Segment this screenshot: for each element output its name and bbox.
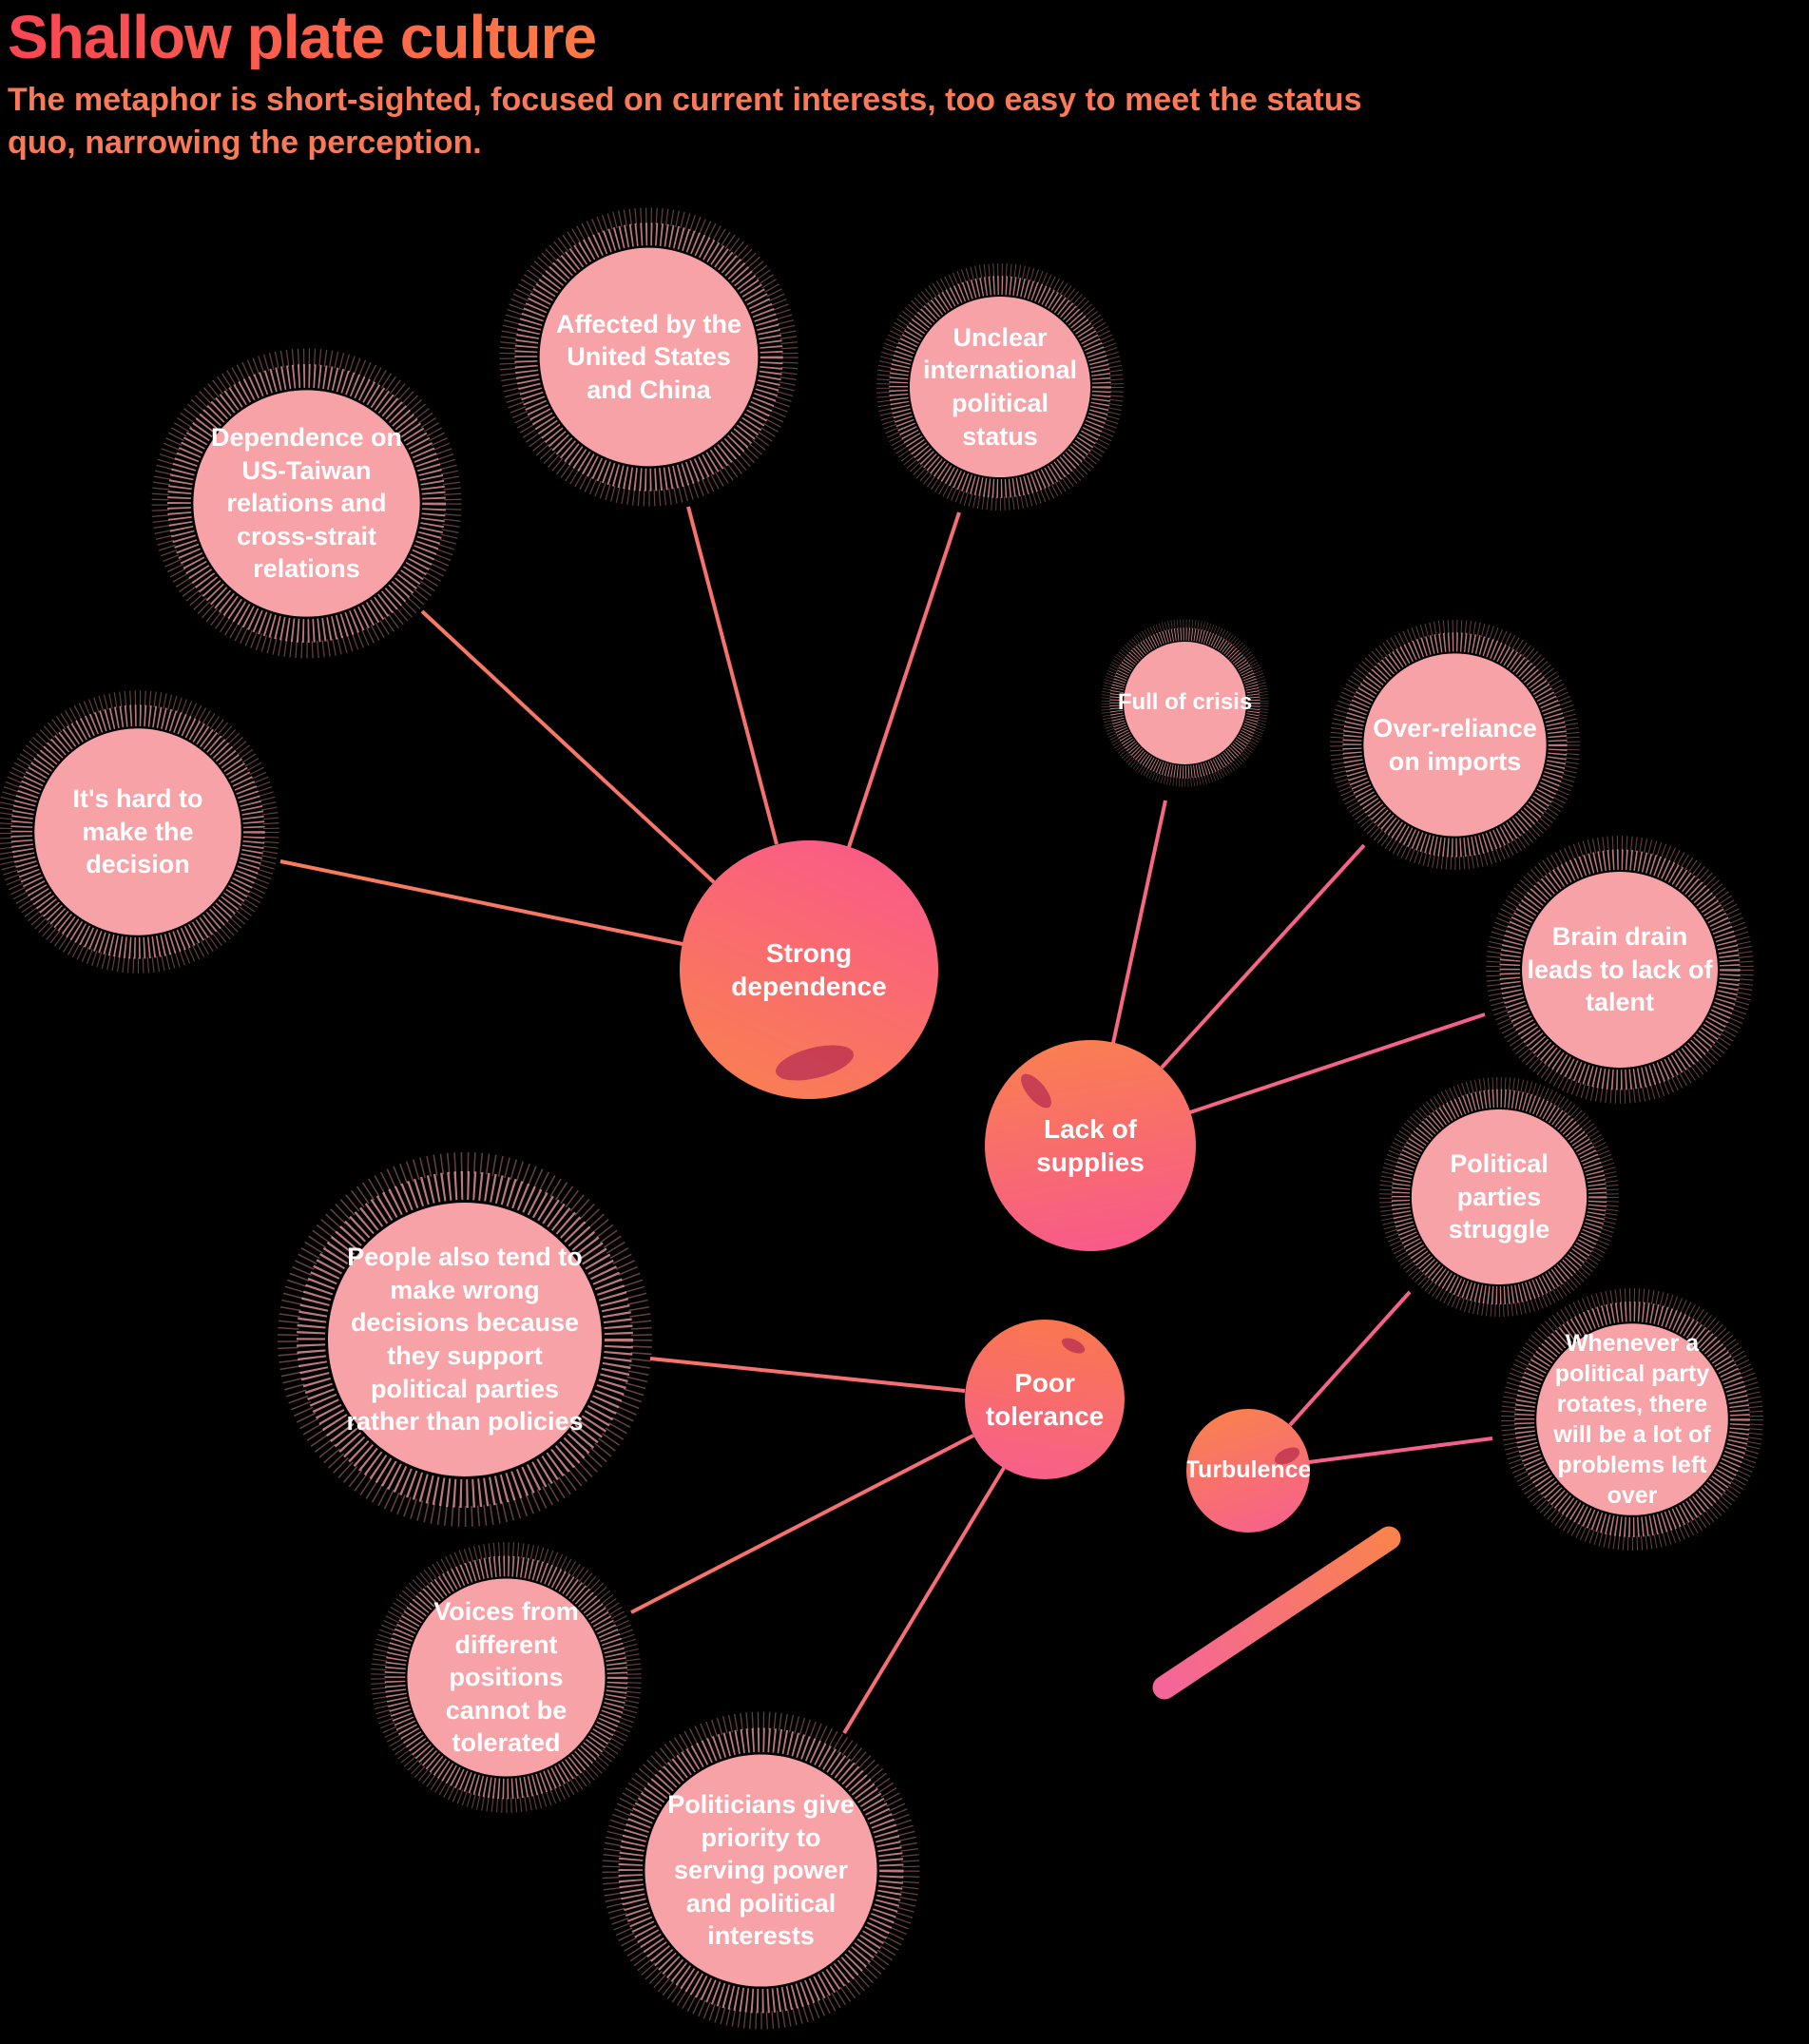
connector-lack-supplies-brain-drain (1189, 1012, 1486, 1114)
connector-turbulence-parties-struggle (1288, 1290, 1412, 1427)
bubble-brain-drain[interactable]: Brain drain leads to lack of talent (1484, 834, 1756, 1106)
bubble-party-rotates-problems[interactable]: Whenever a political party rotates, ther… (1499, 1286, 1765, 1552)
bubble-us-taiwan-relations[interactable]: Dependence on US-Taiwan relations and cr… (149, 346, 464, 661)
node-label: Turbulence (1186, 1456, 1310, 1484)
bubble-label: Whenever a political party rotates, ther… (1553, 1330, 1711, 1509)
bubble-label: Affected by the United States and China (555, 309, 741, 404)
crater-spot (1015, 1069, 1057, 1113)
node-lack-of-supplies[interactable]: Lack of supplies (985, 1040, 1196, 1251)
node-turbulence[interactable]: Turbulence (1186, 1409, 1310, 1533)
crater-spot (772, 1038, 857, 1088)
connector-strong-dependence-hard-decision (279, 859, 683, 946)
bubble-label: Unclear international political status (922, 322, 1077, 451)
header: Shallow plate culture The metaphor is sh… (8, 3, 1529, 164)
connector-poor-tolerance-wrong-decisions (649, 1357, 966, 1393)
bubble-political-parties-struggle[interactable]: Political parties struggle (1377, 1075, 1621, 1319)
bubble-hard-to-make-decision[interactable]: It's hard to make the decision (0, 688, 281, 975)
bubble-label: People also tend to make wrong decisions… (346, 1243, 584, 1437)
node-label: Strong dependence (731, 938, 887, 1001)
bubble-over-reliance-imports[interactable]: Over-reliance on imports (1328, 618, 1582, 872)
bubble-full-of-crisis[interactable]: Full of crisis (1100, 618, 1270, 788)
connector-poor-tolerance-voices (630, 1434, 974, 1614)
node-label: Lack of supplies (1036, 1114, 1145, 1177)
page-title: Shallow plate culture (8, 3, 597, 71)
connector-strong-dependence-unclear-status (847, 511, 961, 848)
bubble-label: Voices from different positions cannot b… (433, 1597, 579, 1758)
connector-strong-dependence-affected (686, 506, 779, 845)
node-poor-tolerance[interactable]: Poor tolerance (965, 1320, 1125, 1479)
bubble-politicians-serve-power[interactable]: Politicians give priority to serving pow… (600, 1709, 922, 2032)
page-subtitle: The metaphor is short-sighted, focused o… (8, 82, 1362, 162)
connector-lack-supplies-imports (1160, 843, 1366, 1070)
bubble-label: Over-reliance on imports (1373, 713, 1537, 776)
bubble-unclear-international-status[interactable]: Unclear international political status (875, 261, 1126, 512)
connector-turbulence-party-rotates (1308, 1437, 1493, 1464)
bubble-label: Political parties struggle (1448, 1149, 1550, 1244)
bubble-label: Dependence on US-Taiwan relations and cr… (210, 423, 403, 584)
connector-poor-tolerance-politicians (842, 1466, 1006, 1735)
comet-stroke-decoration (1152, 1526, 1401, 1700)
bubble-label: Full of crisis (1117, 689, 1253, 716)
connector-strong-dependence-us-taiwan (420, 609, 716, 884)
node-strong-dependence[interactable]: Strong dependence (680, 840, 938, 1099)
connector-lack-supplies-full-crisis (1111, 800, 1167, 1044)
bubble-wrong-decisions[interactable]: People also tend to make wrong decisions… (275, 1149, 655, 1530)
bubble-label: It's hard to make the decision (72, 784, 203, 879)
bubble-label: Brain drain leads to lack of talent (1527, 922, 1713, 1017)
bubble-affected-by-us-and-china[interactable]: Affected by the United States and China (497, 205, 800, 509)
bubble-voices-not-tolerated[interactable]: Voices from different positions cannot b… (369, 1540, 644, 1815)
bubble-label: Politicians give priority to serving pow… (667, 1790, 855, 1951)
crater-spot (1059, 1335, 1087, 1357)
node-label: Poor tolerance (985, 1368, 1105, 1431)
